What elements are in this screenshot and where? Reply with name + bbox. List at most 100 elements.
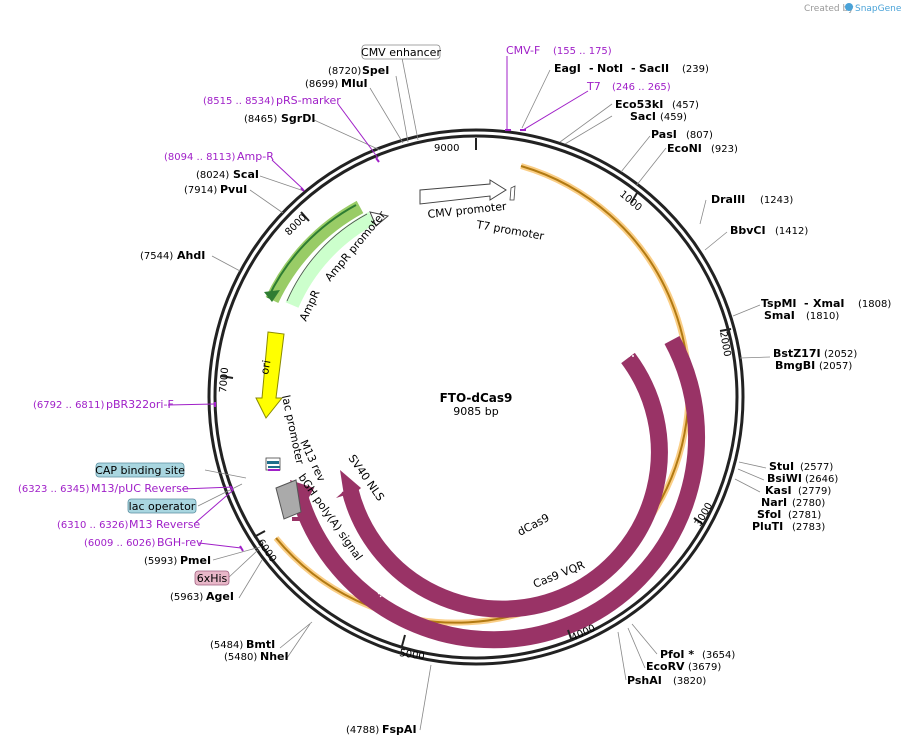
pasi-name: PasI [651,128,677,141]
pfoi-name: PfoI * [660,648,694,661]
stui-name: StuI [769,460,794,473]
scai-pos: (8024) [196,170,229,181]
plasmid-name: FTO-dCas9 [440,391,513,405]
t7-primer-range: (246 .. 265) [612,82,671,93]
prs-range: (8515 .. 8534) [203,96,275,107]
tick-2000: 2000 [717,331,732,358]
sfoi-pos: (2781) [788,510,821,521]
eagi-sep2: - [631,62,636,75]
tick-marks [220,138,732,647]
ampr-promoter-arc [285,211,376,308]
lac-operator-mark [267,461,279,464]
cas9-vqr-marker [375,588,382,598]
smai-name: SmaI [764,309,795,322]
pluti-pos: (2783) [792,522,825,533]
bstz17i-pos: (2052) [824,349,857,360]
cas9-vqr-arc [291,335,705,649]
ahdi-name: AhdI [177,249,205,262]
fspai-pos: (4788) [346,725,379,736]
cap-binding-site-label: CAP binding site [95,464,185,477]
pbr322-name: pBR322ori-F [106,398,174,411]
econi-name: EcoNI [667,142,702,155]
his-tag-mark [292,517,302,521]
ampr-primer-name: Amp-R [237,150,274,163]
his-tag-box [194,570,230,586]
bstz17i-name: BstZ17I [773,347,821,360]
credit-prefix: Created by [804,4,854,14]
bgh-range: (6009 .. 6026) [84,538,156,549]
snapgene-logo-icon [845,3,853,11]
prs-name: pRS-marker [276,94,341,107]
bmgbi-name: BmgBI [775,359,815,372]
feature-dcas9: dCas9 [515,511,551,539]
draiii-name: DraIII [711,193,745,206]
feature-lac-promoter: lac promoter [279,394,306,466]
bbvci-name: BbvCI [730,224,766,237]
eagi-sep1: - [589,62,594,75]
ori-arrow [255,331,285,419]
dcas9-marker2 [491,552,497,565]
lac-operator-box [127,498,197,514]
lac-operator-label: lac operator [129,500,196,513]
eagi-name: EagI [554,62,581,75]
pmei-pos: (5993) [144,556,177,567]
primer-marks [214,129,526,552]
feature-cmv-promoter: CMV promoter [427,200,508,221]
pvui-pos: (7914) [184,185,217,196]
ecorv-name: EcoRV [646,660,685,673]
mlui-pos: (8699) [305,79,338,90]
spei-pos: (8720) [328,66,361,77]
ampr-arrowhead [264,290,280,302]
nhei-pos: (5480) [224,652,257,663]
agei-name: AgeI [206,590,234,603]
backbone-inner [213,134,739,660]
xmai-name: XmaI [813,297,844,310]
fspai-name: FspAI [382,723,417,736]
ecorv-pos: (3679) [688,662,721,673]
bmti-name: BmtI [246,638,275,651]
pbr322-range: (6792 .. 6811) [33,400,105,411]
cmvf-name: CMV-F [506,44,540,57]
leader-lines [197,57,771,731]
pvui-name: PvuI [220,183,247,196]
tspmi-sep: - [804,297,809,310]
sfoi-name: SfoI [757,508,781,521]
ampr-arc-edge [267,204,357,299]
his-tag-label: 6xHis [197,572,228,585]
ahdi-pos: (7544) [140,251,173,262]
credit-brand: SnapGene [855,4,902,14]
sv40-nls-arrow [336,484,355,498]
agei-pos: (5963) [170,592,203,603]
nari-name: NarI [761,496,787,509]
tick-5000: 5000 [399,648,426,662]
ampr-promoter-tail [369,211,390,227]
m13rev-name: M13 Reverse [129,518,200,531]
pshai-pos: (3820) [673,676,706,687]
kasi-pos: (2779) [798,486,831,497]
bgh-name: BGH-rev [157,536,203,549]
cmv-promoter-arrow [419,179,507,205]
m13-rev-mark [268,469,280,471]
t7-promoter-arrow [509,185,516,201]
ampr-promoter-edge [286,213,368,302]
tspmi-pos: (1808) [858,299,891,310]
eco53ki-name: Eco53kI [615,98,663,111]
eagi-pos: (239) [682,64,709,75]
pshai-name: PshAI [627,674,662,687]
draiii-pos: (1243) [760,195,793,206]
m13rev-range: (6310 .. 6326) [57,520,129,531]
bbvci-pos: (1412) [775,226,808,237]
cmv-enhancer-box [361,44,441,60]
nari-pos: (2780) [792,498,825,509]
t7-primer-name: T7 [586,80,601,93]
primer-lines [167,56,589,549]
dcas9-arc [341,352,668,618]
ampr-arc [265,200,364,304]
sgrdi-name: SgrDI [281,112,315,125]
cmvf-range: (155 .. 175) [553,46,612,57]
bsiwi-name: BsiWI [767,472,802,485]
ampr-primer-range: (8094 .. 8113) [164,152,236,163]
feature-t7-promoter: T7 promoter [474,218,545,243]
scai-name: ScaI [233,168,259,181]
